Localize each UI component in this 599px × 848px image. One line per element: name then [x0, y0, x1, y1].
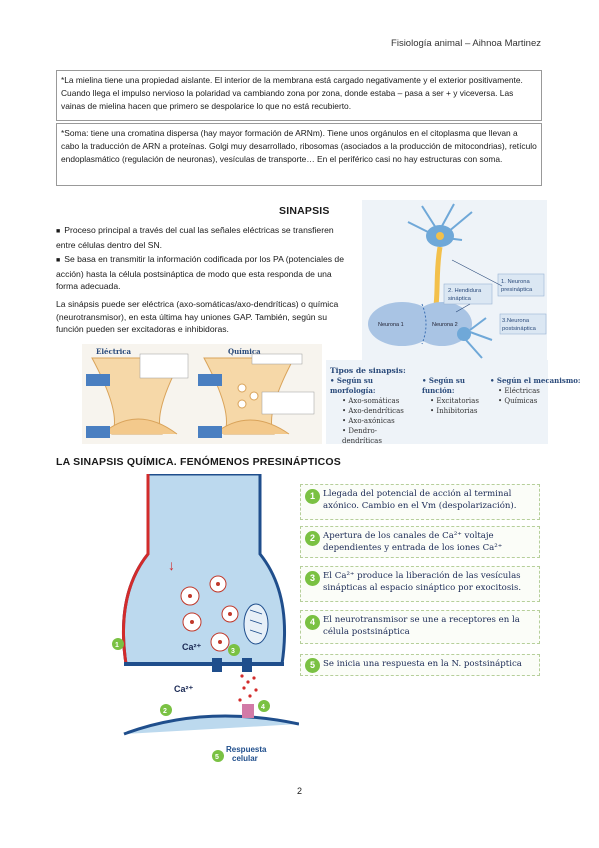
neuron-2-graphic [412, 302, 472, 346]
step-1: 1 Llegada del potencial de acción al ter… [300, 484, 540, 520]
group-heading: • Según su morfología: [330, 376, 376, 395]
electrica-label: Eléctrica [96, 347, 132, 356]
quimica-label: Química [228, 347, 261, 356]
sinapsis-title: SINAPSIS [279, 205, 330, 217]
bullet-text: Se basa en transmitir la información cod… [56, 254, 344, 291]
ca-label-1: Ca²⁺ [182, 642, 202, 652]
action-potential-arrow-icon: ↓ [168, 557, 175, 573]
svg-text:4: 4 [261, 704, 265, 711]
ca-label-2: Ca²⁺ [174, 684, 194, 694]
types-group-function: • Según su función: • Excitatorias • Inh… [422, 376, 492, 416]
svg-text:1: 1 [115, 642, 119, 649]
receptor-graphic [242, 704, 254, 718]
group-item: • Excitatorias [430, 397, 479, 405]
sinapsis-paragraph: La sinápsis puede ser eléctrica (axo-som… [56, 299, 339, 334]
postsynaptic-membrane-graphic [123, 714, 299, 736]
axon-terminal-graphic [122, 474, 286, 666]
step-3: 3 El Ca²⁺ produce la liberación de las v… [300, 566, 540, 602]
types-title: Tipos de sinapsis: [330, 366, 406, 375]
myelin-note: *La mielina tiene una propiedad aislante… [56, 70, 542, 121]
step-number: 5 [305, 658, 320, 673]
step-number: 4 [305, 615, 320, 630]
group-item: • Químicas [498, 397, 538, 405]
types-group-mechanism: • Según el mecanismo: • Eléctricas • Quí… [490, 376, 581, 406]
step-text: El neurotransmisor se une a receptores e… [323, 615, 520, 637]
mitochondrion-graphic [243, 603, 269, 645]
svg-text:3: 3 [231, 648, 235, 655]
group-item: • Axo-axónicas [342, 417, 395, 425]
svg-text:5: 5 [215, 754, 219, 761]
step-4: 4 El neurotransmisor se une a receptores… [300, 610, 540, 644]
step-2: 2 Apertura de los canales de Ca²⁺ voltaj… [300, 526, 540, 558]
sinapsis-bullet-2: ■Se basa en transmitir la información co… [56, 253, 352, 293]
neuron-1-label: Neurona 1 [378, 322, 404, 328]
step-text: Apertura de los canales de Ca²⁺ voltaje … [323, 531, 503, 553]
electrical-chemical-synapse-illustration: Eléctrica Química [82, 344, 322, 444]
neurotransmitter-dots-graphic [238, 674, 258, 702]
bullet-icon: ■ [56, 228, 61, 235]
group-item: • Axo-somáticas [342, 397, 400, 405]
vesicles-graphic [180, 575, 239, 652]
step-number: 2 [305, 531, 320, 546]
step-number: 3 [305, 571, 320, 586]
neuron-2-label: Neurona 2 [432, 322, 458, 328]
group-item: • Axo-dendríticas [342, 407, 404, 415]
soma-note: *Soma: tiene una cromatina dispersa (hay… [56, 123, 542, 186]
bullet-text: Proceso principal a través del cual las … [56, 225, 334, 250]
svg-text:2: 2 [163, 708, 167, 715]
step-text: Llegada del potencial de acción al termi… [323, 489, 517, 511]
quimica-section-title: LA SINAPSIS QUÍMICA. FENÓMENOS PRESINÁPT… [56, 456, 341, 468]
group-heading: • Según su función: [422, 376, 465, 395]
group-item: • Eléctricas [498, 387, 540, 395]
step-text: Se inicia una respuesta en la N. postsin… [323, 659, 522, 669]
group-heading: • Según el mecanismo: [490, 376, 581, 385]
group-item: • Dendro-dendríticas [342, 427, 382, 445]
step-5: 5 Se inicia una respuesta en la N. posts… [300, 654, 540, 676]
synapse-types-panel: Tipos de sinapsis: • Según su morfología… [326, 360, 581, 446]
page-number: 2 [296, 786, 302, 796]
presynaptic-neuron-graphic [407, 203, 473, 306]
page-header: Fisiología animal – Aihnoa Martinez [391, 38, 541, 49]
bullet-icon: ■ [56, 257, 61, 264]
calcium-channels-graphic [212, 658, 252, 672]
step-text: El Ca²⁺ produce la liberación de las ves… [323, 571, 522, 593]
step-number: 1 [305, 489, 320, 504]
types-group-morphology: • Según su morfología: • Axo-somáticas •… [330, 376, 416, 446]
group-item: • Inhibitorias [430, 407, 478, 415]
sinapsis-bullet-1: ■Proceso principal a través del cual las… [56, 224, 346, 251]
